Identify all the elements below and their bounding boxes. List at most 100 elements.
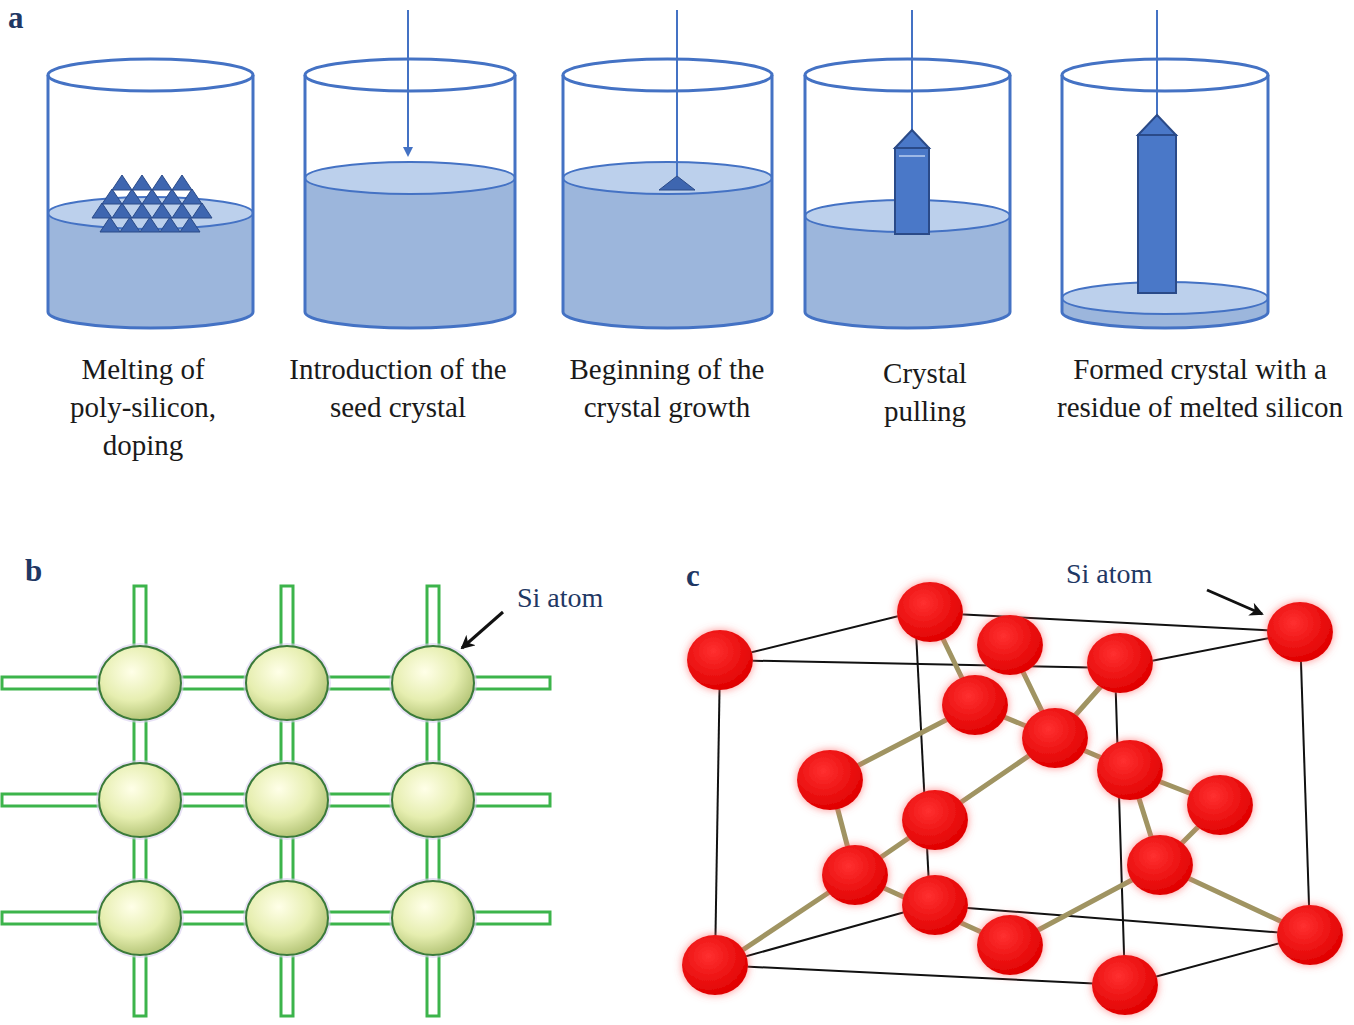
polysilicon-chunk [162,189,182,204]
crucible-wall [771,75,774,312]
si-atom [1097,740,1163,800]
polysilicon-chunk [160,217,180,232]
si-atom [1187,775,1253,835]
polysilicon-chunk [180,217,200,232]
polysilicon-chunk [142,189,162,204]
step-caption: Crystal pulling [850,354,1000,430]
crucible [305,59,515,328]
unit-cell-cube [715,612,1310,985]
crucible-wall [562,75,565,312]
step-caption: Melting of poly-silicon, doping [48,350,238,464]
step-caption: Formed crystal with a residue of melted … [1055,350,1345,426]
crucible [1062,59,1268,328]
crystal-ingot [1138,135,1176,293]
polysilicon-chunk [120,217,140,232]
seed-rod [1156,10,1158,115]
melt [563,178,772,328]
si-atom [822,845,888,905]
si-atom [797,750,863,810]
atom-halo [243,760,331,840]
polysilicon-chunk [152,203,172,218]
crucible-wall [1267,75,1270,312]
si-atom [1277,905,1343,965]
step-caption: Introduction of the seed crystal [288,350,508,426]
crucible [48,59,253,328]
seed-rod [676,10,678,176]
crystal-cone [895,130,929,148]
crucible-wall [304,75,307,312]
si-atom [246,646,328,720]
si-atom [977,615,1043,675]
square-lattice [2,586,550,1016]
polysilicon-chunk [172,175,192,190]
si-atom [99,881,181,955]
leader-arrow [1207,590,1262,614]
crucible-rim [305,59,515,91]
polysilicon-chunk [182,189,202,204]
crucible-rim [563,59,772,91]
crucible-rim [48,59,253,91]
polysilicon-chunk [112,203,132,218]
crucible [805,59,1010,328]
crystal-highlight [899,155,925,157]
atom-halo [96,643,184,723]
polysilicon-chunk [122,189,142,204]
si-atom [897,582,963,642]
polysilicon-chunk [140,217,160,232]
polysilicon-chunk [172,203,192,218]
seed-crystal [659,176,695,190]
crucibles [48,10,1268,328]
melt-surface [563,162,772,194]
seed-rod [911,10,913,130]
panel-letter: c [686,558,700,594]
crucible-wall [1061,75,1064,312]
polysilicon-chunk [132,203,152,218]
polysilicon-chunk [100,217,120,232]
crucible-wall [47,75,50,312]
polysilicon-chunk [92,203,112,218]
si-atom [1087,633,1153,693]
polysilicon-chunk [192,203,212,218]
atom-label: Si atom [517,582,603,614]
crystal-cone [1138,115,1176,135]
si-atom [902,875,968,935]
si-atom [1092,955,1158,1015]
crucible-base [305,312,515,328]
panel-letter: a [8,0,24,36]
atom-halo [96,760,184,840]
atom-halo [389,878,477,958]
polysilicon-chunk [112,175,132,190]
si-atom [392,881,474,955]
melt [48,213,253,328]
si-atom [99,763,181,837]
crucible-wall [1009,75,1012,312]
crucible-base [1062,312,1268,328]
si-atom [942,675,1008,735]
si-atoms [682,582,1343,1015]
bonds [720,612,1310,965]
seed-rod [407,10,409,155]
melt [305,178,515,328]
crystal-ingot [895,148,929,234]
panel-letter: b [25,553,42,589]
crucible-base [563,312,772,328]
polysilicon-chunk [132,175,152,190]
si-atom [1267,602,1333,662]
melt-surface [305,162,515,194]
atom-halo [389,643,477,723]
si-atom [246,763,328,837]
step-caption: Beginning of the crystal growth [552,350,782,426]
polysilicon-chunk [152,175,172,190]
polysilicon-chunk [102,189,122,204]
leader-arrow [462,612,503,648]
crucible-rim [805,59,1010,91]
si-atom [687,630,753,690]
crucible-wall [514,75,517,312]
si-atom [392,646,474,720]
crucible-base [48,312,253,328]
crucible-wall [252,75,255,312]
atom-halo [96,878,184,958]
si-atom [682,935,748,995]
atom-halo [243,878,331,958]
